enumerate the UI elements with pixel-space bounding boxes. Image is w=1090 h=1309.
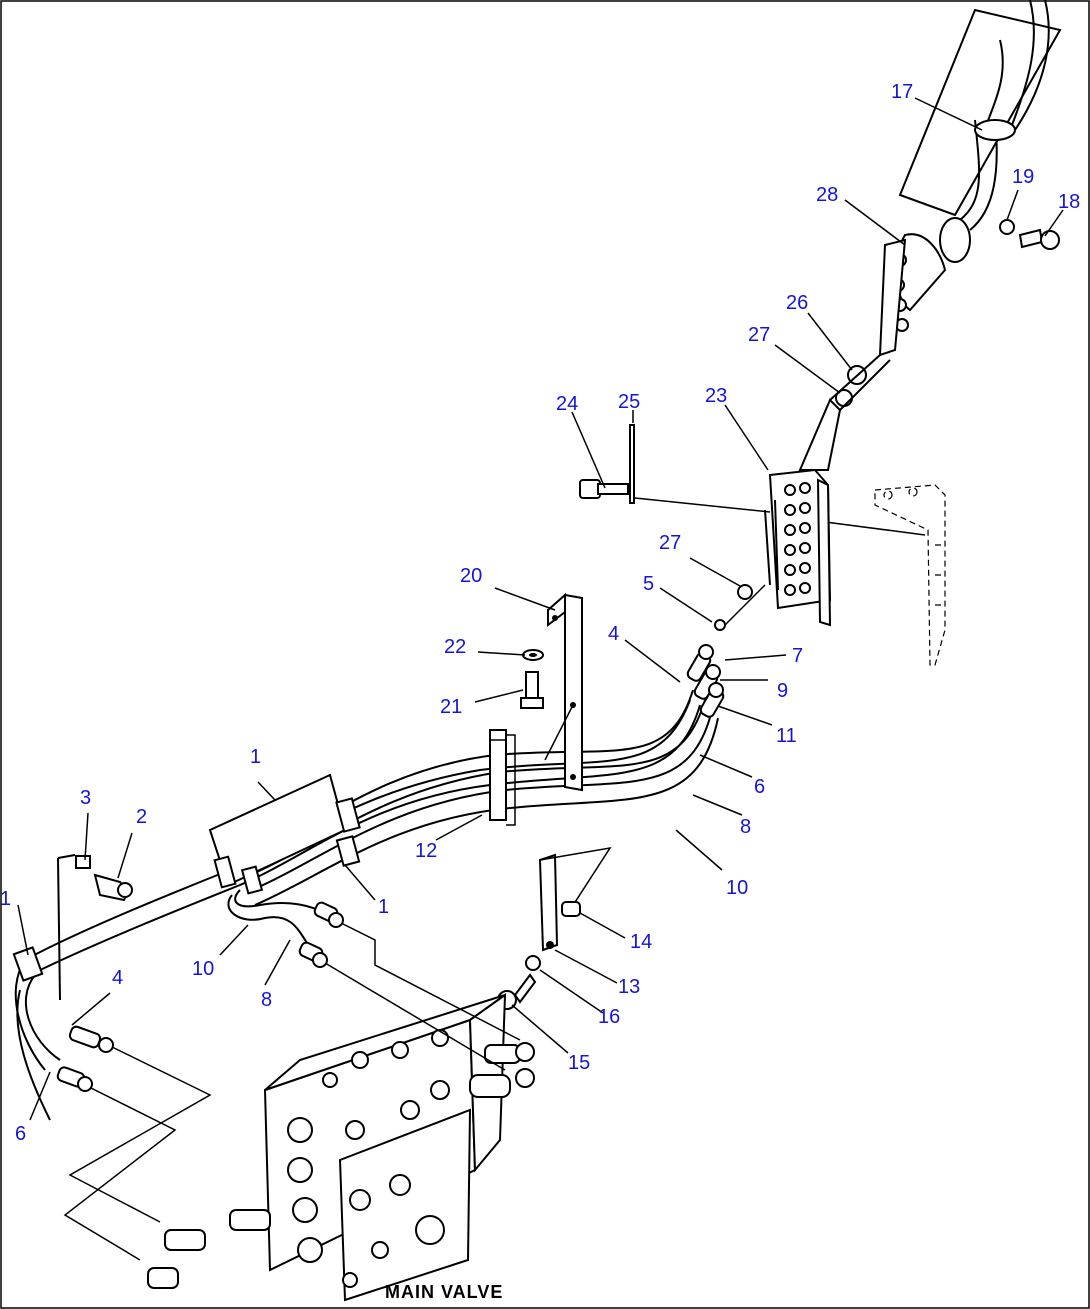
callout-22: 22	[444, 636, 466, 658]
callout-10b: 10	[726, 877, 748, 899]
callout-23: 23	[705, 385, 727, 407]
clamp-12	[489, 729, 516, 826]
callout-27a: 27	[748, 324, 770, 346]
callout-8b: 8	[740, 816, 751, 838]
callout-12: 12	[415, 840, 437, 862]
callout-27b: 27	[659, 532, 681, 554]
callout-19: 19	[1012, 166, 1034, 188]
callout-1c: 1	[0, 888, 11, 910]
upper-hose-guard	[829, 0, 1062, 411]
callout-17: 17	[891, 81, 913, 103]
main-valve	[147, 993, 535, 1302]
callout-21: 21	[440, 696, 462, 718]
bracket-2-3	[57, 854, 133, 1001]
callout-7: 7	[792, 645, 803, 667]
plate-23	[719, 398, 842, 631]
callout-15: 15	[568, 1052, 590, 1074]
leader-lines	[17, 97, 1064, 1121]
clamp-cover-1	[208, 773, 361, 895]
callout-4b: 4	[608, 623, 619, 645]
bracket-20	[520, 592, 583, 792]
callout-10a: 10	[192, 958, 214, 980]
callout-20: 20	[460, 565, 482, 587]
callout-8a: 8	[261, 989, 272, 1011]
bolt-24-pin-25	[579, 424, 635, 504]
callout-24: 24	[556, 393, 578, 415]
callout-26: 26	[786, 292, 808, 314]
callout-6b: 6	[754, 776, 765, 798]
bracket-13-14	[497, 846, 612, 1010]
left-clamp	[12, 946, 44, 982]
callout-9: 9	[777, 680, 788, 702]
callout-4a: 4	[112, 967, 123, 989]
callout-2: 2	[136, 806, 147, 828]
main-valve-caption: MAIN VALVE	[385, 1282, 503, 1302]
valve-ports	[287, 1029, 450, 1288]
callout-16: 16	[598, 1006, 620, 1028]
callout-14: 14	[630, 931, 652, 953]
callout-6a: 6	[15, 1123, 26, 1145]
callout-18: 18	[1058, 191, 1080, 213]
callout-13: 13	[618, 976, 640, 998]
callout-1a: 1	[250, 746, 261, 768]
callouts: 1 1 1 2 3 4 4 5 6 6 7 8 8 9 10 10 11 12 …	[0, 81, 1080, 1145]
callout-1b: 1	[378, 896, 389, 918]
dashed-bracket	[874, 484, 946, 666]
callout-28: 28	[816, 184, 838, 206]
hose-fittings	[56, 644, 725, 1092]
callout-3: 3	[80, 787, 91, 809]
callout-25: 25	[618, 391, 640, 413]
callout-5: 5	[643, 573, 654, 595]
plate-holes	[784, 482, 811, 596]
connection-lines	[63, 497, 926, 1261]
callout-11: 11	[776, 725, 797, 747]
